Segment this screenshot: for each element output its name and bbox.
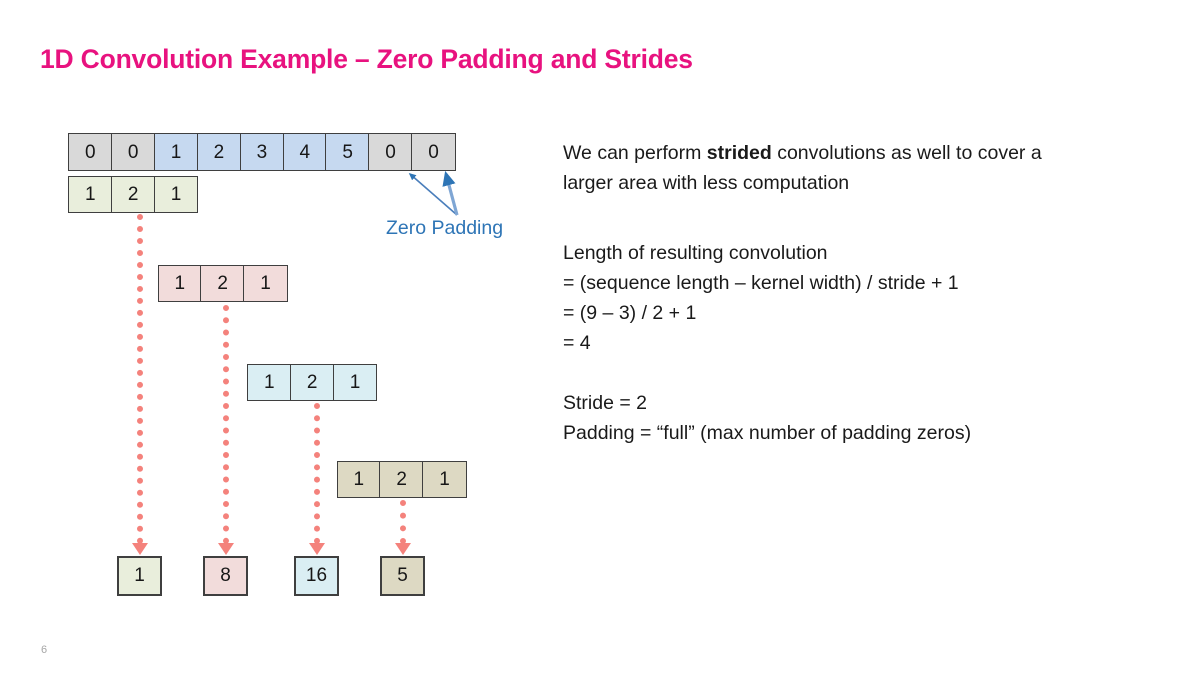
sequence-cell: 3 <box>239 133 285 171</box>
sequence-cell: 0 <box>368 133 413 171</box>
sequence-cell: 2 <box>196 133 242 171</box>
output-cell: 1 <box>117 556 162 596</box>
kernel-cell: 2 <box>379 461 424 498</box>
arrow-stem <box>136 214 143 544</box>
sequence-cell: 0 <box>411 133 456 171</box>
intro-paragraph: We can perform strided convolutions as w… <box>563 138 1083 198</box>
sequence-cell: 0 <box>110 133 156 171</box>
output-cell: 8 <box>203 556 248 596</box>
padding-line: Padding = “full” (max number of padding … <box>563 422 972 444</box>
kernel-cell: 1 <box>68 176 113 213</box>
dotted-arrow-down-icon <box>394 500 411 555</box>
kernel-cell: 1 <box>247 364 292 401</box>
formula-line-3: = (9 – 3) / 2 + 1 <box>563 302 697 324</box>
kernel-cell: 1 <box>332 364 378 401</box>
kernel-cell: 2 <box>200 265 245 302</box>
page-number: 6 <box>41 644 48 656</box>
kernel-cell: 1 <box>153 176 199 213</box>
sequence-cell: 4 <box>282 133 328 171</box>
formula-line-1: Length of resulting convolution <box>563 242 828 264</box>
arrow-head <box>217 543 234 555</box>
arrow-head <box>308 543 325 555</box>
output-cell: 5 <box>380 556 425 596</box>
sequence-cell: 1 <box>153 133 199 171</box>
arrow-stem <box>313 403 320 544</box>
kernel-cell: 2 <box>289 364 335 401</box>
arrow-stem <box>222 305 229 544</box>
zero-padding-arrows-icon <box>408 170 459 216</box>
kernel-row-2: 1 2 1 <box>157 265 288 302</box>
intro-text-bold: strided <box>706 142 772 164</box>
stride-line: Stride = 2 <box>563 392 648 414</box>
explanation-text-column: We can perform strided convolutions as w… <box>563 138 1083 448</box>
formula-paragraph: Length of resulting convolution = (seque… <box>563 238 1083 358</box>
sequence-cell: 0 <box>68 133 113 171</box>
intro-text-after: convolutions as well to cover a larger a… <box>563 142 1042 194</box>
dotted-arrow-down-icon <box>217 305 234 555</box>
page-title: 1D Convolution Example – Zero Padding an… <box>40 44 693 74</box>
kernel-cell: 1 <box>157 265 202 302</box>
dotted-arrow-down-icon <box>131 214 148 555</box>
kernel-row-1: 1 2 1 <box>68 176 199 213</box>
kernel-row-4: 1 2 1 <box>336 461 467 498</box>
arrow-head <box>394 543 411 555</box>
arrow-head <box>131 543 148 555</box>
kernel-cell: 1 <box>422 461 467 498</box>
sequence-cell: 5 <box>325 133 370 171</box>
intro-text-before: We can perform <box>563 142 707 164</box>
formula-line-4: = 4 <box>563 332 591 354</box>
kernel-row-3: 1 2 1 <box>247 364 378 401</box>
dotted-arrow-down-icon <box>308 403 325 555</box>
zero-padding-label: Zero Padding <box>386 217 504 239</box>
kernel-cell: 1 <box>336 461 381 498</box>
formula-line-2: = (sequence length – kernel width) / str… <box>563 272 959 294</box>
kernel-cell: 2 <box>110 176 156 213</box>
kernel-cell: 1 <box>243 265 288 302</box>
arrow-stem <box>399 500 406 544</box>
params-paragraph: Stride = 2 Padding = “full” (max number … <box>563 388 1083 448</box>
input-sequence-row: 0 0 1 2 3 4 5 0 0 <box>68 133 456 171</box>
output-cell: 16 <box>294 556 339 596</box>
